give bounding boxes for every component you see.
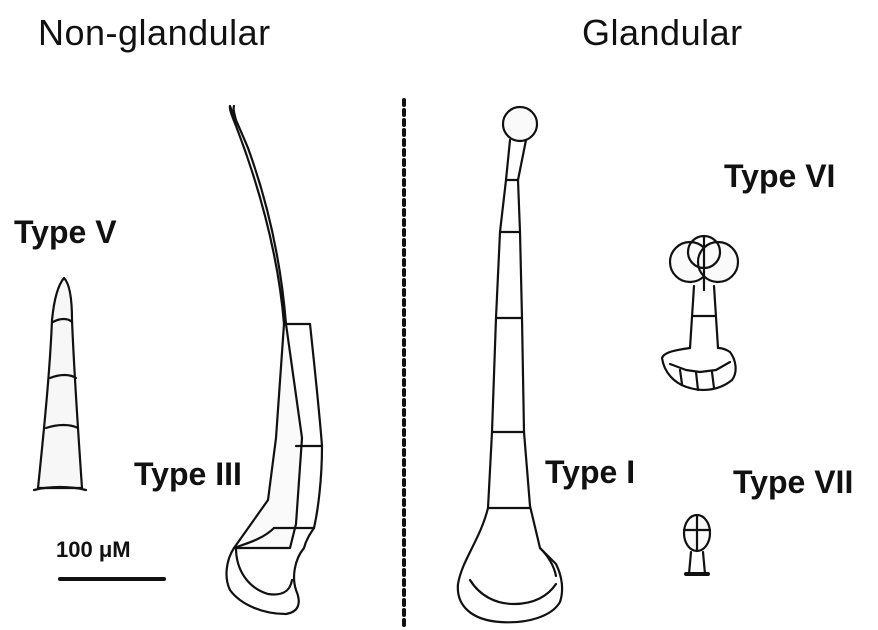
type-vii-trichome bbox=[684, 515, 710, 574]
type-v-trichome bbox=[34, 278, 86, 490]
type-vi-trichome bbox=[662, 236, 738, 390]
non-glandular-heading: Non-glandular bbox=[38, 12, 271, 54]
type-vii-label: Type VII bbox=[733, 466, 853, 498]
type-iii-trichome bbox=[227, 106, 322, 614]
type-i-trichome bbox=[458, 107, 562, 622]
type-v-label: Type V bbox=[14, 216, 117, 248]
type-vi-label: Type VI bbox=[724, 160, 835, 192]
scale-bar-label: 100 μM bbox=[56, 537, 131, 563]
glandular-heading: Glandular bbox=[582, 12, 743, 54]
type-i-label: Type I bbox=[545, 456, 635, 488]
type-iii-label: Type III bbox=[134, 458, 242, 490]
